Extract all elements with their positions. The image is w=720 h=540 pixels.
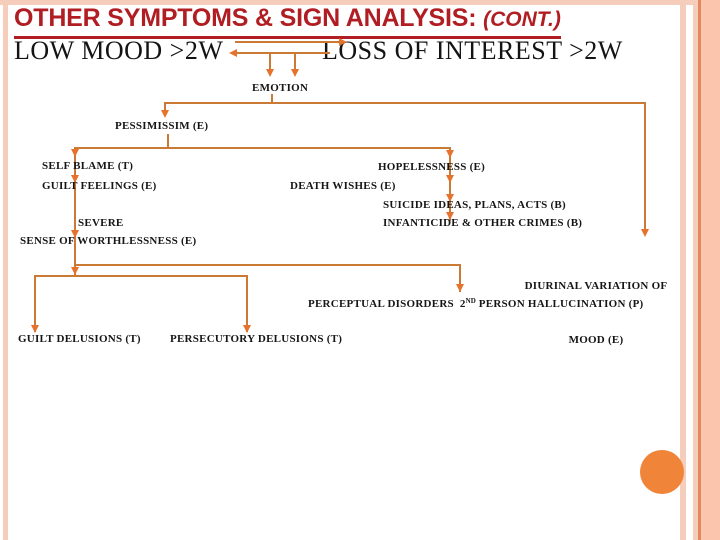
arrow-right-icon <box>339 38 347 46</box>
connector-top-forward <box>235 41 345 43</box>
node-suicide-ideas: SUICIDE IDEAS, PLANS, ACTS (B) <box>383 199 566 211</box>
connector-to-pessimissim <box>164 102 166 113</box>
arrow-down-icon <box>71 230 79 238</box>
arrow-down-icon <box>31 325 39 333</box>
node-severe: SEVERE <box>78 217 124 229</box>
connector-emotion-down <box>271 94 273 103</box>
left-border-stripe <box>3 0 8 540</box>
arrow-down-icon <box>446 150 454 158</box>
connector-to-persecutory <box>246 275 248 332</box>
arrow-down-icon <box>456 284 464 292</box>
node-persecutory-delusions: PERSECUTORY DELUSIONS (T) <box>170 333 343 345</box>
node-loss-of-interest: LOSS OF INTEREST >2W <box>322 36 623 65</box>
arrow-down-icon <box>446 212 454 220</box>
arrow-down-icon <box>71 175 79 183</box>
node-diurinal-variation: DIURINAL VARIATION OF MOOD (E) <box>523 241 669 385</box>
right-stripe-1 <box>680 0 686 540</box>
arrow-down-icon <box>71 149 79 157</box>
node-guilt-feelings: GUILT FEELINGS (E) <box>42 180 157 192</box>
right-stripe-3 <box>698 0 701 540</box>
decorative-circle <box>640 450 684 494</box>
node-worthlessness: SENSE OF WORTHLESSNESS (E) <box>20 235 197 247</box>
connector-to-perceptual <box>459 264 461 292</box>
connector-top-back <box>232 52 330 54</box>
perceptual-text: PERCEPTUAL DISORDERS 2 <box>308 298 466 310</box>
node-guilt-delusions: GUILT DELUSIONS (T) <box>18 333 141 345</box>
branch-4-horizontal <box>34 275 248 277</box>
arrow-down-icon <box>446 194 454 202</box>
perceptual-text-tail: PERSON HALLUCINATION (P) <box>475 298 644 310</box>
arrow-down-icon <box>446 175 454 183</box>
arrow-down-icon <box>641 229 649 237</box>
connector-to-emotion-1 <box>269 53 271 70</box>
left-column-line <box>74 147 76 276</box>
connector-to-guilt-delusions <box>34 275 36 332</box>
node-low-mood: LOW MOOD >2W <box>14 36 224 65</box>
node-infanticide: INFANTICIDE & OTHER CRIMES (B) <box>383 217 583 229</box>
node-death-wishes: DEATH WISHES (E) <box>290 180 396 192</box>
arrow-down-icon <box>243 325 251 333</box>
arrow-down-icon <box>266 69 274 77</box>
branch-2-horizontal <box>74 147 451 149</box>
branch-3-horizontal <box>76 264 461 266</box>
node-pessimissim: PESSIMISSIM (E) <box>115 120 209 132</box>
slide-title: OTHER SYMPTOMS & SIGN ANALYSIS: (CONT.) <box>14 4 561 39</box>
right-stripe-4 <box>701 0 720 540</box>
arrow-left-icon <box>229 49 237 57</box>
arrow-down-icon <box>291 69 299 77</box>
node-self-blame: SELF BLAME (T) <box>42 160 134 172</box>
right-stripe-2 <box>693 0 698 540</box>
node-diurinal-line1: DIURINAL VARIATION OF <box>524 280 668 292</box>
arrow-down-icon <box>71 267 79 275</box>
slide-title-cont: (CONT.) <box>483 8 561 31</box>
right-column-line <box>449 147 451 221</box>
node-emotion: EMOTION <box>252 82 309 94</box>
perceptual-superscript: ND <box>465 297 476 305</box>
node-hopelessness: HOPELESSNESS (E) <box>378 161 486 173</box>
node-diurinal-line2: MOOD (E) <box>568 334 624 346</box>
branch-1-horizontal <box>164 102 646 104</box>
connector-to-emotion-2 <box>294 53 296 70</box>
arrow-down-icon <box>161 110 169 118</box>
top-border-stripe <box>0 0 720 5</box>
slide-title-main: OTHER SYMPTOMS & SIGN ANALYSIS: <box>14 4 484 32</box>
node-perceptual-disorders: PERCEPTUAL DISORDERS 2ND PERSON HALLUCIN… <box>308 297 643 310</box>
connector-to-diurinal <box>644 102 646 229</box>
connector-pessimissim-down <box>167 134 169 149</box>
